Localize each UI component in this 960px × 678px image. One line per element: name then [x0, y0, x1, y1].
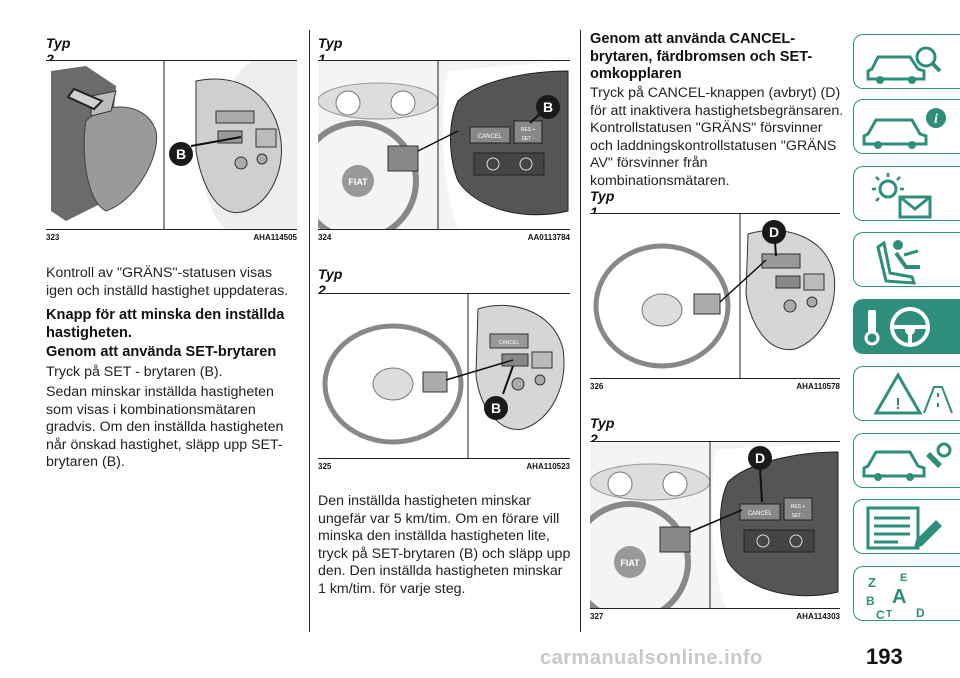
svg-text:i: i	[934, 112, 938, 127]
figure-top-rule	[318, 60, 570, 61]
figure-number: 323	[46, 233, 60, 242]
car-magnifier-icon	[866, 46, 942, 84]
svg-text:!: !	[895, 396, 900, 413]
figure-bottom-rule	[590, 608, 840, 609]
marker-d-label: D	[769, 224, 779, 240]
type-label: Typ 1	[590, 188, 615, 220]
figure-code: AHA114505	[253, 233, 297, 242]
index-letter: E	[900, 572, 907, 584]
figure-323: B	[46, 61, 297, 229]
alphabet-index-icon: Z E B A C T D	[866, 572, 925, 621]
res-label: RES +	[791, 504, 806, 510]
figure-top-rule	[318, 293, 570, 294]
warning-road-icon: !	[873, 372, 953, 415]
marker-d-label: D	[755, 450, 765, 466]
light-envelope-icon	[872, 173, 932, 219]
type-label: Typ 1	[318, 35, 343, 67]
svg-text:FIAT: FIAT	[620, 558, 640, 568]
index-letter: B	[866, 594, 875, 608]
index-letter: D	[916, 606, 925, 620]
watermark: carmanualsonline.info	[540, 647, 763, 669]
set-label: SET -	[792, 513, 805, 519]
figure-number: 326	[590, 382, 604, 391]
figure-number: 324	[318, 233, 332, 242]
figure-top-rule	[590, 441, 840, 442]
column-divider	[580, 30, 581, 632]
steering-wheel-illustration: D	[590, 214, 840, 378]
heading: Genom att använda SET-brytaren	[46, 344, 277, 360]
key-steering-wheel-icon	[864, 307, 930, 347]
chapter-tab-starting-driving[interactable]	[853, 299, 960, 354]
figure-number: 327	[590, 612, 604, 621]
paragraph: Sedan minskar inställda hastigheten som …	[46, 384, 284, 470]
figure-caption: 323 AHA114505	[46, 233, 297, 243]
figure-caption: 327 AHA114303	[590, 612, 840, 622]
figure-bottom-rule	[318, 458, 570, 459]
figure-caption: 325 AHA110523	[318, 462, 570, 472]
cancel-label: CANCEL	[748, 511, 773, 517]
chapter-tab-index[interactable]: Z E B A C T D	[853, 566, 960, 621]
figure-code: AHA110523	[526, 462, 570, 471]
figure-324: FIAT CANCEL RES + SET - B	[318, 61, 570, 229]
type-label: Typ 2	[318, 266, 343, 298]
index-letter: Z	[868, 575, 876, 590]
res-label: RES +	[521, 127, 536, 133]
figure-327: FIAT CANCEL RES + SET - D	[590, 442, 840, 608]
chapter-tab-car-info[interactable]: i	[853, 99, 960, 154]
steering-switch-illustration: B	[46, 61, 297, 229]
paragraph: Tryck på CANCEL-knappen (avbryt) (D) för…	[590, 85, 844, 189]
svg-text:FIAT: FIAT	[348, 177, 368, 187]
cancel-label: CANCEL	[478, 134, 503, 140]
car-info-icon: i	[862, 108, 946, 149]
chapter-tab-car-magnifier[interactable]	[853, 34, 960, 89]
figure-code: AHA114303	[796, 612, 840, 621]
car-service-icon	[862, 442, 952, 481]
chapter-tab-maintenance[interactable]	[853, 433, 960, 488]
cancel-label: CANCEL	[499, 340, 520, 346]
figure-bottom-rule	[46, 229, 297, 230]
index-letter: C	[876, 608, 885, 621]
chapter-tab-safety[interactable]	[853, 232, 960, 287]
paragraph: Tryck på SET - brytaren (B).	[46, 364, 223, 380]
steering-wheel-illustration: CANCEL B	[318, 294, 570, 458]
figure-code: AA0113784	[527, 233, 570, 242]
heading: Genom att använda CANCEL-brytaren, färdb…	[590, 31, 813, 82]
dashboard-switch-illustration: FIAT CANCEL RES + SET - B	[318, 61, 570, 229]
marker-b-label: B	[491, 400, 501, 416]
dashboard-switch-illustration: FIAT CANCEL RES + SET - D	[590, 442, 840, 608]
specifications-list-icon	[866, 506, 942, 550]
figure-bottom-rule	[590, 378, 840, 379]
figure-caption: 326 AHA110578	[590, 382, 840, 392]
chapter-tab-lights-messages[interactable]	[853, 166, 960, 221]
figure-caption: 324 AA0113784	[318, 233, 570, 243]
type-label: Typ 2	[590, 415, 615, 447]
column-divider	[309, 30, 310, 632]
marker-b-label: B	[176, 146, 186, 162]
figure-top-rule	[46, 60, 297, 61]
figure-326: D	[590, 214, 840, 378]
figure-code: AHA110578	[796, 382, 840, 391]
figure-top-rule	[590, 213, 840, 214]
chapter-tab-technical-data[interactable]	[853, 499, 960, 554]
paragraph: Kontroll av "GRÄNS"-statusen visas igen …	[46, 265, 289, 299]
marker-b-label: B	[543, 99, 553, 115]
figure-325: CANCEL B	[318, 294, 570, 458]
seat-airbag-icon	[876, 240, 920, 285]
figure-number: 325	[318, 462, 332, 471]
type-label: Typ 2	[46, 35, 71, 67]
chapter-tab-emergency[interactable]: !	[853, 366, 960, 421]
paragraph: Den inställda hastigheten minskar ungefä…	[318, 493, 571, 597]
figure-bottom-rule	[318, 229, 570, 230]
index-letter: A	[892, 586, 906, 608]
index-letter: T	[886, 609, 892, 620]
heading: Knapp för att minska den inställda hasti…	[46, 307, 285, 341]
page-number: 193	[866, 644, 903, 669]
set-label: SET -	[522, 136, 535, 142]
